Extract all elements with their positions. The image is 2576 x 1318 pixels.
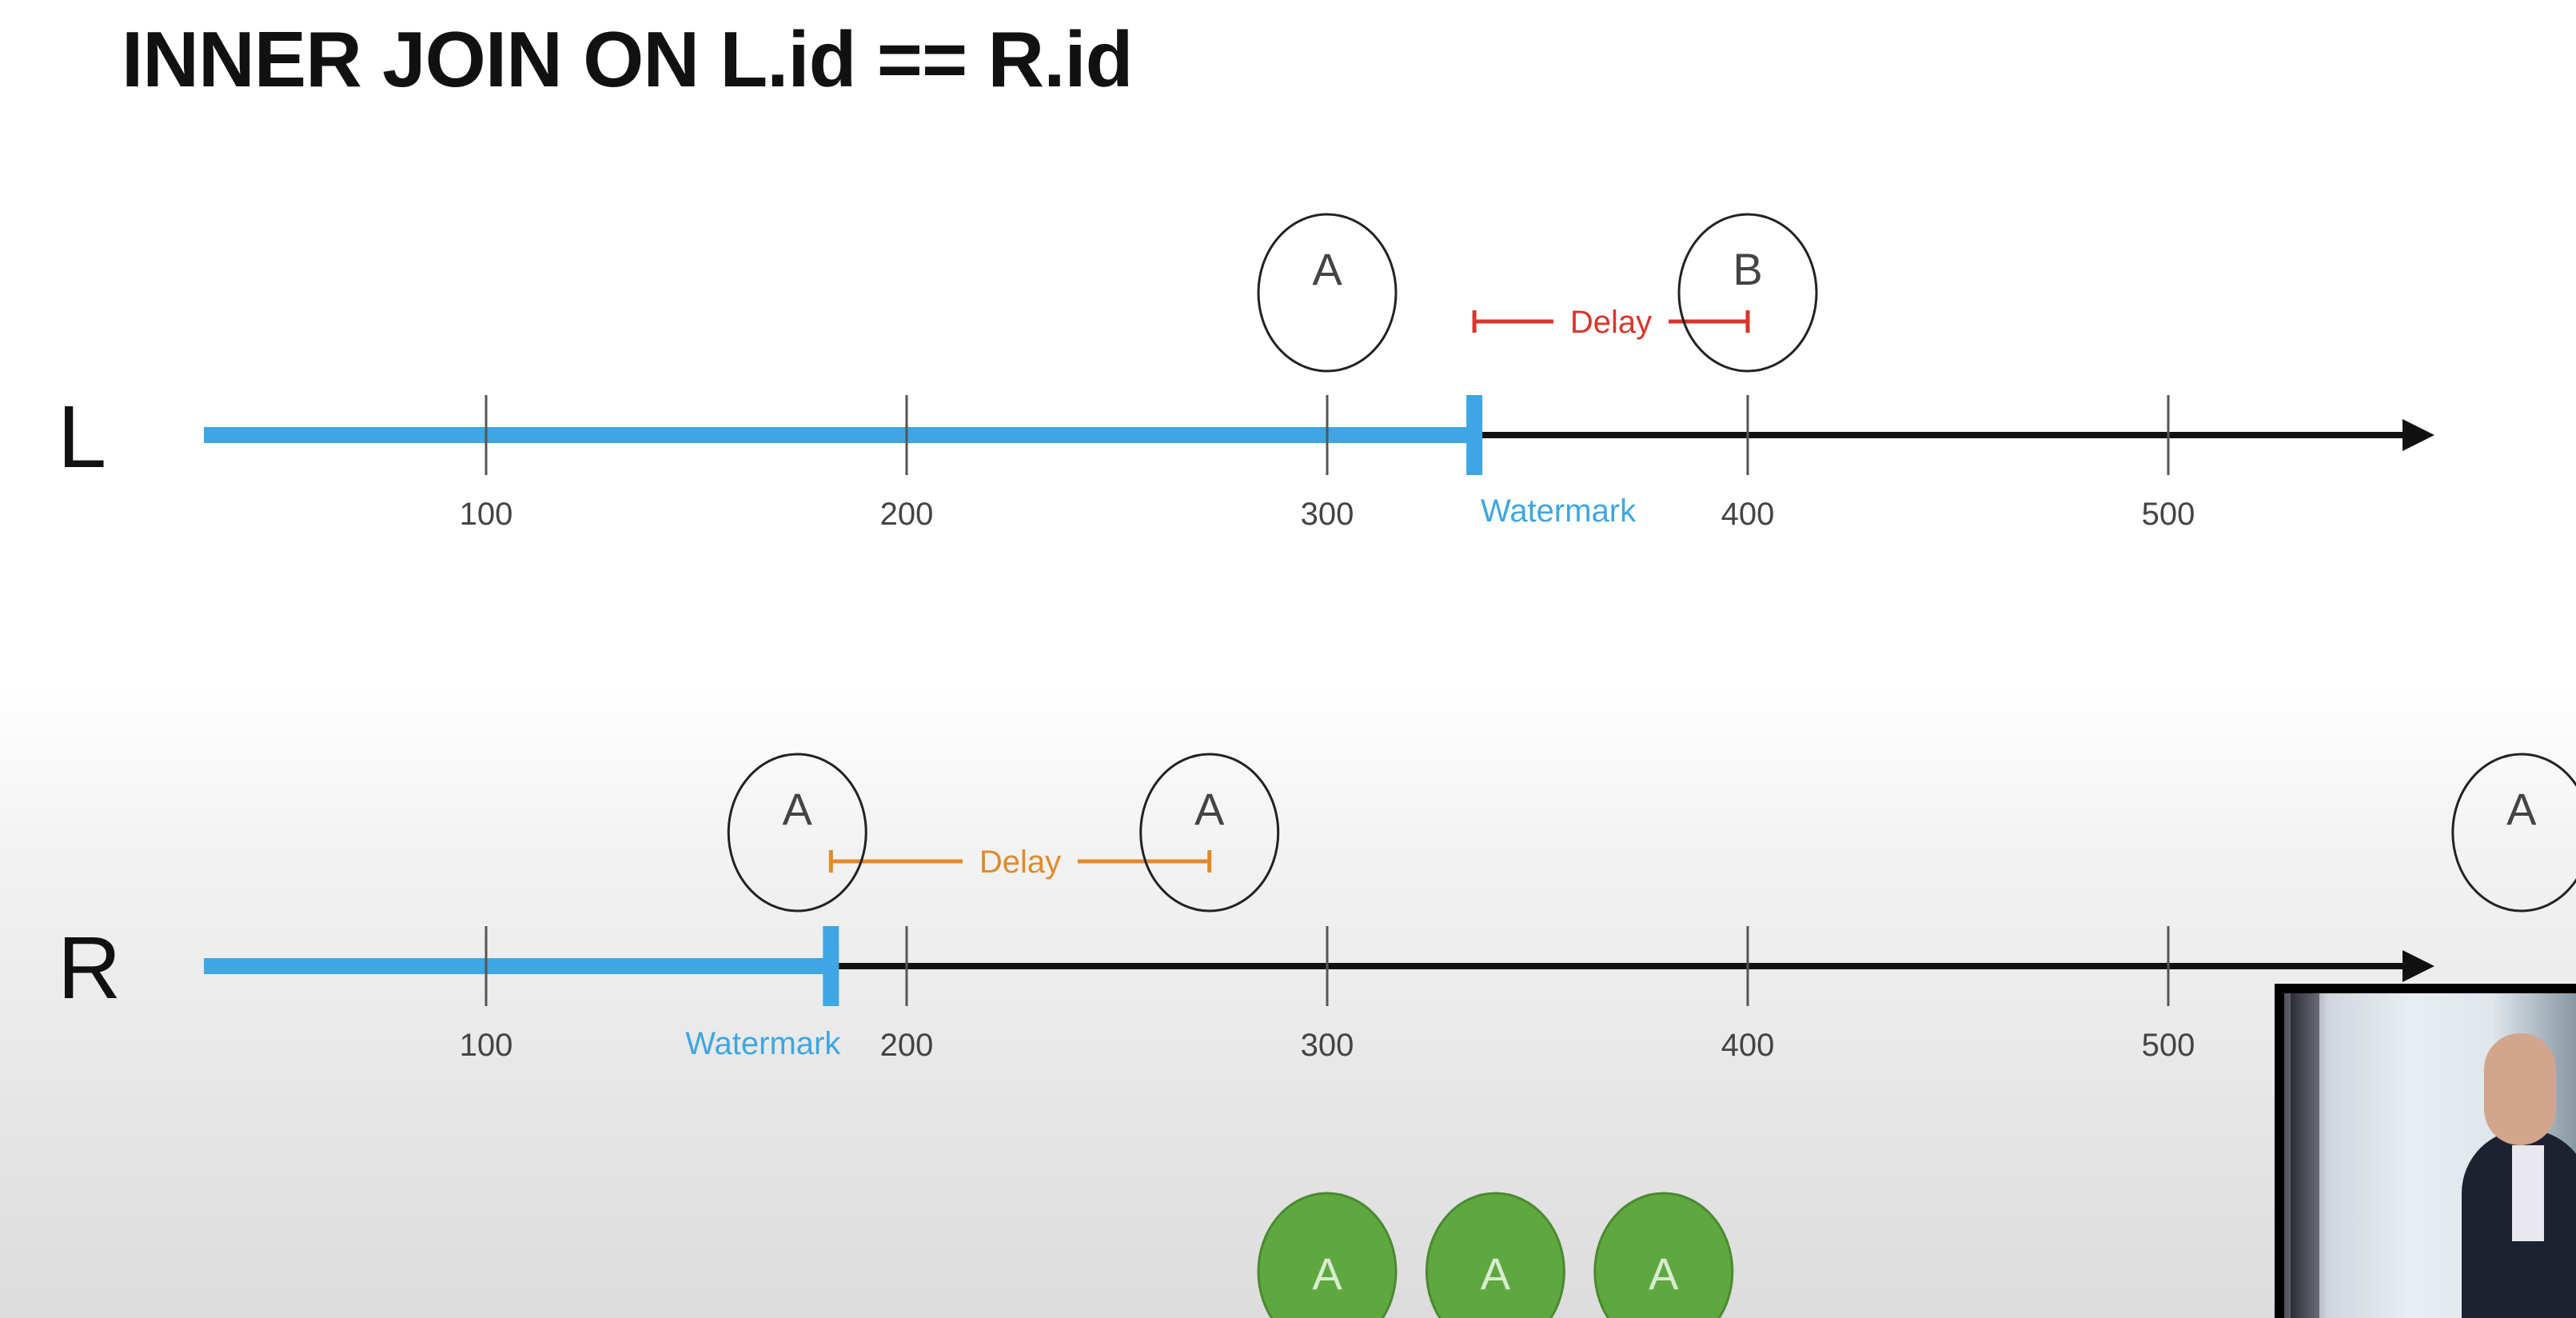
- left-event-label-0: A: [1312, 244, 1342, 294]
- right-tick-label-500: 500: [2142, 1028, 2195, 1063]
- presenter-shirt: [2512, 1145, 2544, 1241]
- joined-result-label-0: A: [1312, 1248, 1342, 1299]
- joined-result-0: [1257, 1192, 1398, 1318]
- left-tick-label-200: 200: [880, 497, 934, 532]
- right-tick-label-100: 100: [460, 1028, 513, 1063]
- left-tick-label-100: 100: [460, 497, 513, 532]
- right-delay-label: Delay: [979, 845, 1061, 880]
- left-stream-label: L: [58, 388, 106, 486]
- right-stream-label: R: [58, 919, 121, 1017]
- slide-title: INNER JOIN ON L.id == R.id: [122, 15, 1134, 103]
- right-tick-label-200: 200: [880, 1028, 934, 1063]
- left-watermark-label: Watermark: [1481, 493, 1637, 529]
- right-timeline-arrowhead: [2403, 950, 2434, 982]
- joined-result-2: [1593, 1192, 1734, 1318]
- joined-result-1: [1425, 1192, 1565, 1318]
- left-tick-label-300: 300: [1301, 497, 1354, 532]
- right-watermark-marker: [823, 926, 839, 1006]
- joined-result-label-2: A: [1649, 1248, 1679, 1299]
- background-pillar: [2291, 993, 2319, 1318]
- right-event-label-1: A: [1194, 784, 1225, 834]
- right-watermark-label: Watermark: [685, 1026, 841, 1061]
- presenter-video-thumbnail[interactable]: [2275, 984, 2576, 1318]
- right-event-label-2: A: [2506, 784, 2537, 834]
- left-event-0: [1257, 213, 1398, 373]
- right-event-2: [2451, 753, 2576, 913]
- left-delay-label: Delay: [1570, 305, 1652, 340]
- left-event-1: [1677, 213, 1818, 373]
- left-event-label-1: B: [1733, 244, 1762, 294]
- left-watermark-marker: [1466, 395, 1483, 475]
- left-tick-label-400: 400: [1721, 497, 1775, 532]
- right-tick-label-400: 400: [1721, 1028, 1775, 1063]
- left-tick-label-500: 500: [2142, 497, 2195, 532]
- left-timeline-arrowhead: [2403, 419, 2434, 451]
- right-tick-label-300: 300: [1301, 1028, 1354, 1063]
- joined-result-label-1: A: [1481, 1248, 1511, 1299]
- right-event-0: [727, 753, 867, 913]
- right-event-label-0: A: [783, 784, 813, 834]
- right-event-1: [1139, 753, 1280, 913]
- presenter-video-frame: [2284, 993, 2576, 1318]
- presenter-head: [2484, 1033, 2556, 1145]
